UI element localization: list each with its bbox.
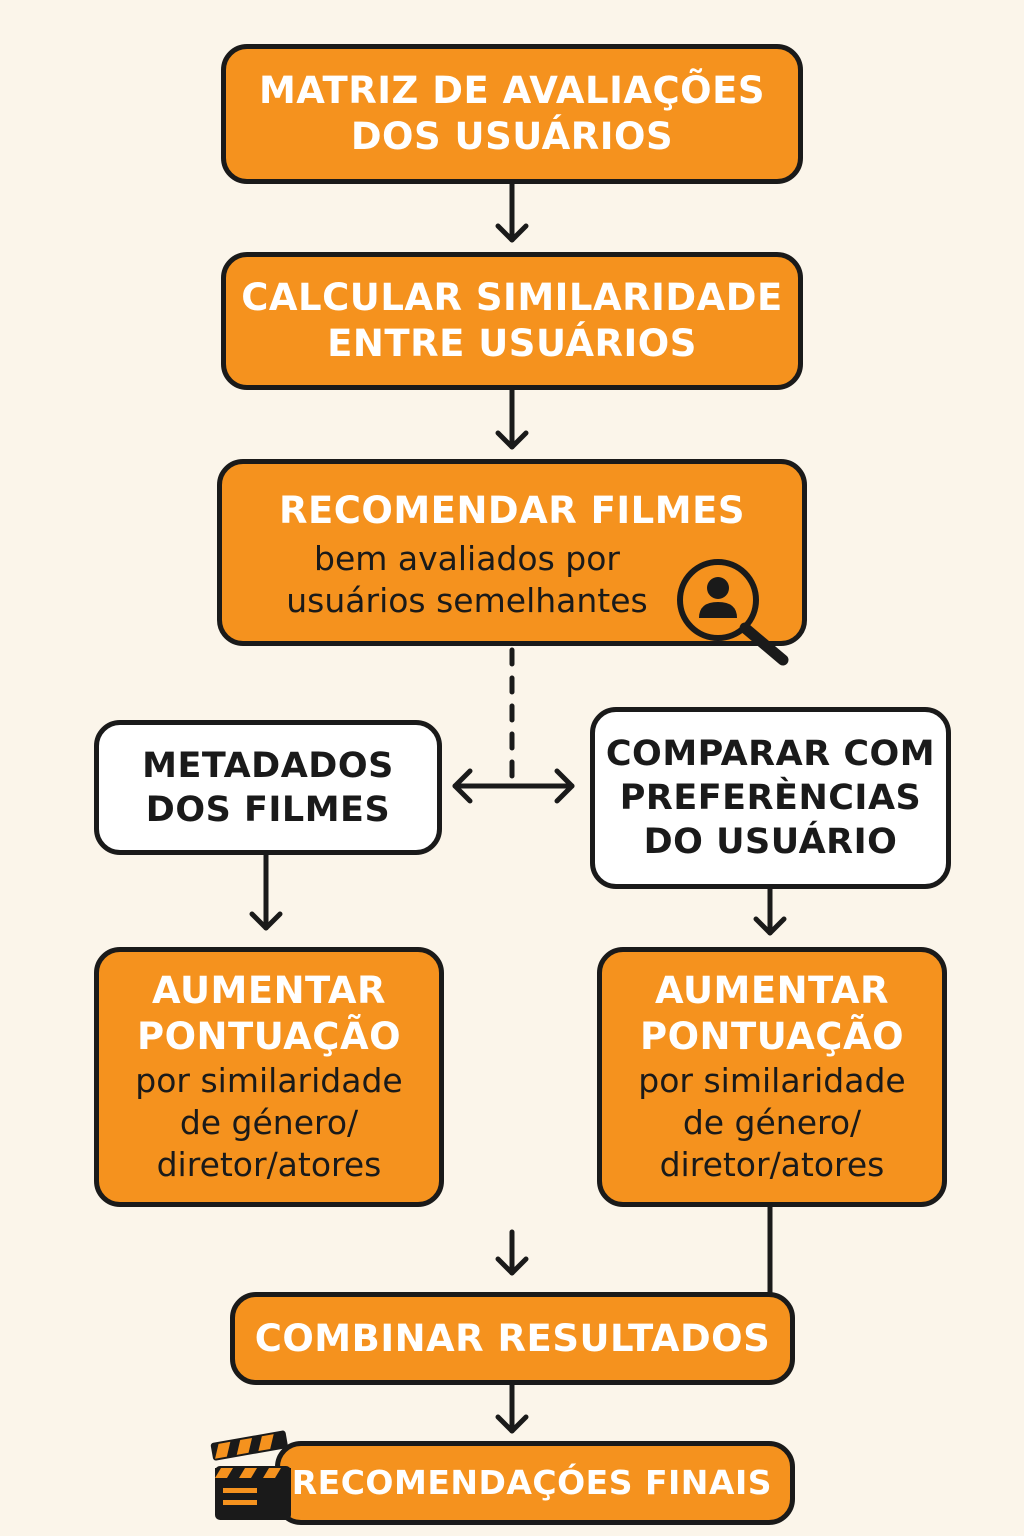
node-final-recommendations: RECOMENDAÇÓES FINAIS [275,1441,795,1525]
clapperboard-icon [210,1430,291,1520]
node-title: COMPARAR COM PREFERÈNCIAS DO USUÁRIO [605,734,936,862]
arrow-matrix-to-similarity [495,181,529,243]
node-title: AUMENTAR PONTUAÇÃO [136,969,402,1058]
node-title: CALCULAR SIMILARIDADE ENTRE USUÁRIOS [241,276,783,365]
arrow-compare-to-boost [753,886,787,936]
arrow-to-combine [495,1229,529,1276]
node-film-metadata: METADADOS DOS FILMES [94,720,442,855]
node-subtitle: por similaridade de género/ diretor/ator… [135,1061,403,1184]
node-recommend-films: RECOMENDAR FILMES bem avaliados por usuá… [217,459,807,646]
user-search-icon [677,559,789,666]
node-title: RECOMENDAÇÓES FINAIS [291,1463,772,1502]
node-ratings-matrix: MATRIZ DE AVALIAÇÕES DOS USUÁRIOS [221,44,803,184]
double-arrow-horizontal [452,768,575,804]
arrow-metadata-to-boost [249,852,283,931]
node-subtitle: por similaridade de género/ diretor/ator… [638,1061,906,1184]
arrow-similarity-to-recommend [495,387,529,450]
node-title: MATRIZ DE AVALIAÇÕES DOS USUÁRIOS [258,69,766,158]
node-boost-score-left: AUMENTAR PONTUAÇÃO por similaridade de g… [94,947,444,1207]
node-subtitle: bem avaliados por usuários semelhantes [286,539,648,620]
node-title: COMBINAR RESULTADOS [254,1316,771,1360]
arrow-combine-to-final [495,1382,529,1434]
node-boost-score-right: AUMENTAR PONTUAÇÃO por similaridade de g… [597,947,947,1207]
node-title: RECOMENDAR FILMES [278,489,745,532]
node-title: AUMENTAR PONTUAÇÃO [639,969,905,1058]
node-compare-preferences: COMPARAR COM PREFERÈNCIAS DO USUÁRIO [590,707,951,889]
node-calculate-similarity: CALCULAR SIMILARIDADE ENTRE USUÁRIOS [221,252,803,390]
node-title: METADADOS DOS FILMES [142,745,394,830]
node-combine-results: COMBINAR RESULTADOS [230,1292,795,1385]
